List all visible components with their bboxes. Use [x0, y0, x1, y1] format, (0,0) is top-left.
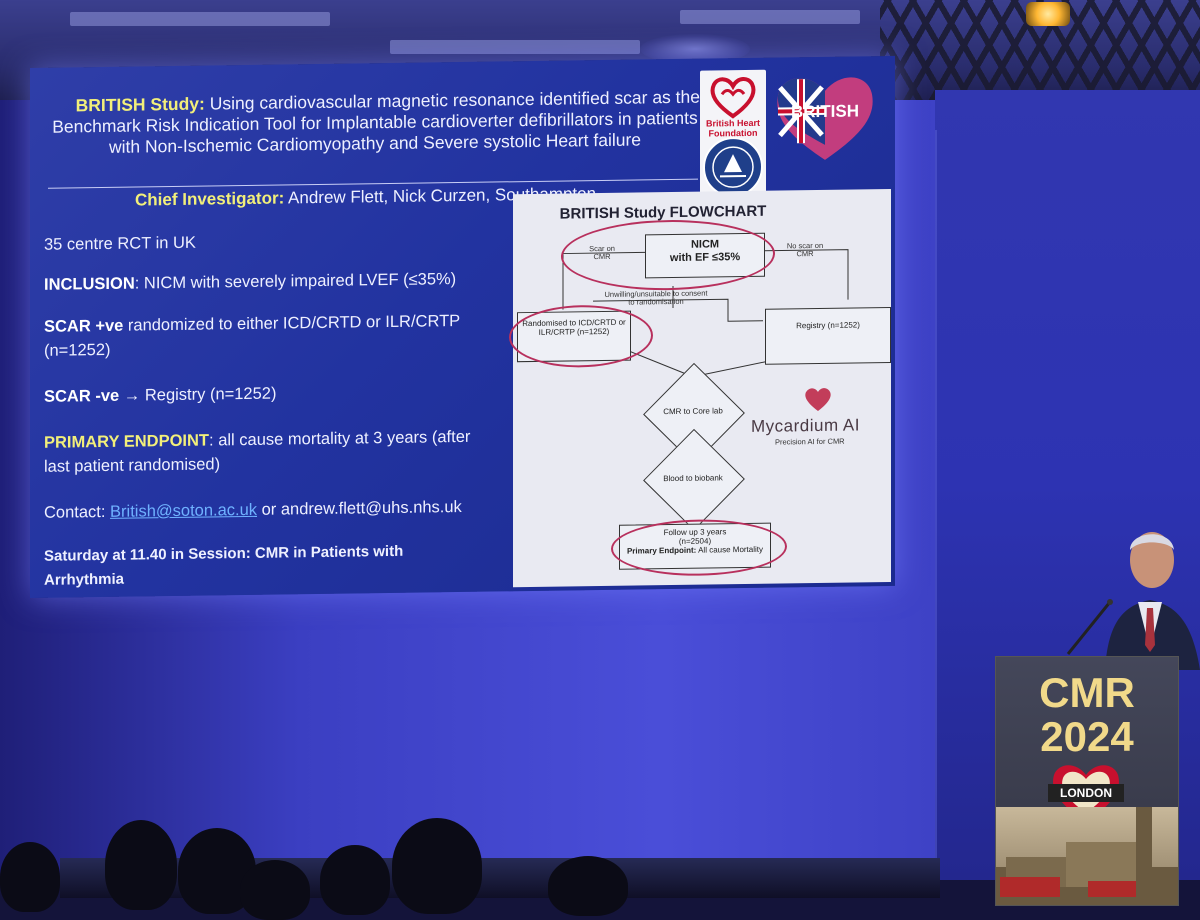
- contact-label: Contact:: [44, 502, 111, 522]
- mycardium-tagline: Precision AI for CMR: [775, 436, 845, 447]
- bullet-session: Saturday at 11.40 in Session: CMR in Pat…: [44, 538, 514, 593]
- biobank-label: Blood to biobank: [663, 473, 723, 484]
- inclusion-label: INCLUSION: [44, 274, 135, 294]
- bhf-heart-icon: [710, 77, 756, 119]
- scar-pos-text: randomized to either ICD/CRTD or ILR/CRT…: [123, 311, 461, 335]
- bullet-contact: Contact: British@soton.ac.uk or andrew.f…: [44, 494, 514, 525]
- session-line-2: Arrhythmia: [44, 570, 125, 589]
- unwilling-label: Unwilling/unsuitable to consent to rando…: [604, 288, 708, 307]
- british-trial-logo: BRITISH: [777, 77, 873, 160]
- scar-neg-text: → Registry (n=1252): [119, 384, 277, 405]
- scar-neg-label: SCAR -ve: [44, 386, 120, 406]
- stage-spotlight: [1026, 2, 1070, 26]
- bullet-list: 35 centre RCT in UK INCLUSION: NICM with…: [44, 216, 514, 589]
- presentation-slide: BRITISH Study: Using cardiovascular magn…: [30, 55, 895, 599]
- city-label: LONDON: [1048, 784, 1124, 802]
- london-skyline: [996, 795, 1178, 905]
- bullet-inclusion: INCLUSION: NICM with severely impaired L…: [44, 266, 514, 297]
- svg-text:BRITISH: BRITISH: [791, 101, 859, 121]
- audience-head: [548, 856, 628, 916]
- scar-pos-label: SCAR +ve: [44, 316, 124, 336]
- title-keyword: BRITISH Study:: [75, 93, 205, 116]
- endpoint-text: : all cause mortality at 3 years (after: [209, 427, 471, 450]
- audience-head: [320, 845, 390, 915]
- inclusion-text: : NICM with severely impaired LVEF (≤35%…: [134, 270, 457, 293]
- audience-head: [0, 842, 60, 912]
- core-lab-label: CMR to Core lab: [663, 406, 723, 417]
- event-year: 2024: [1040, 713, 1134, 760]
- mycardium-logo-text: Mycardium AI: [751, 415, 860, 436]
- session-line-1: Saturday at 11.40 in Session: CMR in Pat…: [44, 542, 404, 565]
- university-seal-icon: [703, 137, 763, 198]
- parliament-skyline-icon: [996, 795, 1178, 905]
- lectern: CMR 2024 LONDON: [995, 656, 1179, 906]
- ceiling-panel: [680, 10, 860, 24]
- audience-head: [392, 818, 482, 914]
- contact-email-link[interactable]: British@soton.ac.uk: [110, 500, 258, 521]
- event-name: CMR: [1039, 669, 1135, 716]
- bullet-scar-negative: SCAR -ve → Registry (n=1252): [44, 378, 514, 409]
- microphone: [1066, 599, 1113, 655]
- no-scar-label: No scar on CMR: [786, 240, 824, 259]
- audience-head: [105, 820, 177, 910]
- wall-seam: [935, 130, 937, 870]
- bullet-endpoint: PRIMARY ENDPOINT: all cause mortality at…: [44, 424, 514, 479]
- scar-pos-n: (n=1252): [44, 340, 111, 360]
- contact-rest: or andrew.flett@uhs.nhs.uk: [257, 497, 462, 519]
- endpoint-text-2: last patient randomised): [44, 455, 221, 476]
- bullet-rct: 35 centre RCT in UK: [44, 233, 196, 254]
- audience-head: [240, 860, 310, 920]
- registry-box: Registry (n=1252): [765, 306, 891, 365]
- mycardium-heart-icon: [805, 388, 831, 411]
- ci-label: Chief Investigator:: [135, 188, 285, 210]
- ceiling-panel: [70, 12, 330, 26]
- bullet-scar-positive: SCAR +ve randomized to either ICD/CRTD o…: [44, 308, 514, 363]
- ceiling-panel: [390, 40, 640, 54]
- speaker: [1105, 532, 1200, 670]
- endpoint-label: PRIMARY ENDPOINT: [44, 431, 210, 452]
